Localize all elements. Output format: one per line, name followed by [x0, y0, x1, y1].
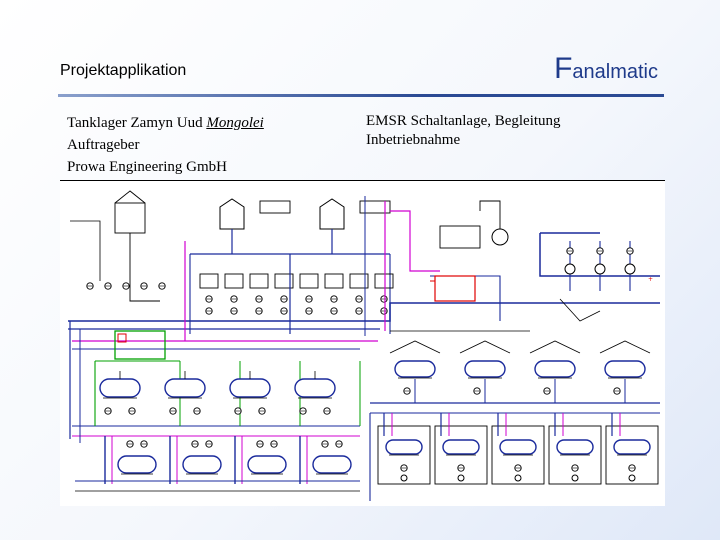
pump-symbol — [457, 474, 465, 482]
fanalmatic-logo: Fanalmatic — [554, 52, 658, 86]
meter-symbol — [594, 263, 606, 275]
meter-symbol — [624, 263, 636, 275]
filter-roof — [114, 190, 146, 204]
meter-symbol — [564, 263, 576, 275]
tank-dike — [529, 340, 581, 354]
pump-box — [324, 273, 344, 289]
pump-box — [274, 273, 294, 289]
pump-box — [224, 273, 244, 289]
tank-dike-frame — [605, 425, 659, 485]
storage-tank — [499, 439, 537, 455]
project-location: Mongolei — [206, 115, 264, 131]
storage-tank — [117, 455, 157, 474]
project-info-right: EMSR Schaltanlage, Begleitung Inbetriebn… — [366, 112, 561, 150]
process-header — [68, 302, 660, 322]
storage-tank — [394, 360, 436, 378]
process-vessel — [319, 198, 345, 230]
pump-box — [299, 273, 319, 289]
tank-dike — [599, 340, 651, 354]
scope-line-1: EMSR Schaltanlage, Begleitung — [366, 113, 561, 129]
storage-tank — [247, 455, 287, 474]
tank-dike-frame — [548, 425, 602, 485]
vent-pipe — [479, 200, 501, 229]
grounding-line — [559, 298, 601, 322]
storage-tank — [442, 439, 480, 455]
pump-box — [374, 273, 394, 289]
title-underline — [58, 94, 664, 97]
storage-tank — [294, 378, 336, 398]
client-name: Prowa Engineering GmbH — [67, 159, 227, 175]
storage-tank — [229, 378, 271, 398]
pump-symbol — [491, 228, 509, 246]
auxiliary-unit — [114, 330, 166, 360]
storage-tank — [312, 455, 352, 474]
slide-title: Projektapplikation — [60, 62, 187, 79]
storage-tank — [464, 360, 506, 378]
logo-initial: F — [554, 52, 573, 85]
filter-unit — [114, 202, 146, 234]
storage-tank — [613, 439, 651, 455]
storage-tank — [99, 378, 141, 398]
logo-wordmark: analmatic — [572, 61, 658, 83]
pump-symbol — [400, 474, 408, 482]
storage-tank — [385, 439, 423, 455]
storage-tank — [556, 439, 594, 455]
pump-box — [349, 273, 369, 289]
client-label: Auftrageber — [67, 137, 140, 153]
tank-dike — [459, 340, 511, 354]
tank-dike-frame — [377, 425, 431, 485]
storage-tank — [534, 360, 576, 378]
pid-drawing: + — [68, 190, 660, 501]
storage-tank — [604, 360, 646, 378]
tank-dike-frame — [434, 425, 488, 485]
drain-line — [129, 233, 160, 302]
project-name-prefix: Tanklager Zamyn Uud — [67, 115, 207, 131]
storage-tank — [182, 455, 222, 474]
pid-diagram: + — [60, 181, 665, 506]
loading-header — [539, 233, 660, 277]
pump-symbol — [628, 474, 636, 482]
boiler-unit — [434, 275, 476, 302]
tank-dike — [389, 340, 441, 354]
instrument-panel — [359, 200, 391, 214]
process-vessel — [219, 198, 245, 230]
instrument-panel — [259, 200, 291, 214]
pump-symbol — [514, 474, 522, 482]
heater-element — [117, 333, 127, 343]
project-name: Tanklager Zamyn Uud Mongolei — [67, 112, 264, 134]
scope-line-2: Inbetriebnahme — [366, 132, 461, 148]
marker-glyph: + — [648, 276, 653, 283]
heat-exchanger — [439, 225, 481, 249]
storage-tank — [164, 378, 206, 398]
pump-box — [249, 273, 269, 289]
pump-symbol — [571, 474, 579, 482]
tank-dike-frame — [491, 425, 545, 485]
vent-line — [70, 220, 101, 281]
info-divider — [60, 180, 665, 181]
heating-line — [390, 210, 440, 272]
project-info-left: Tanklager Zamyn Uud Mongolei Auftrageber… — [67, 112, 264, 178]
pump-box — [199, 273, 219, 289]
exchanger-outlet — [430, 275, 501, 321]
